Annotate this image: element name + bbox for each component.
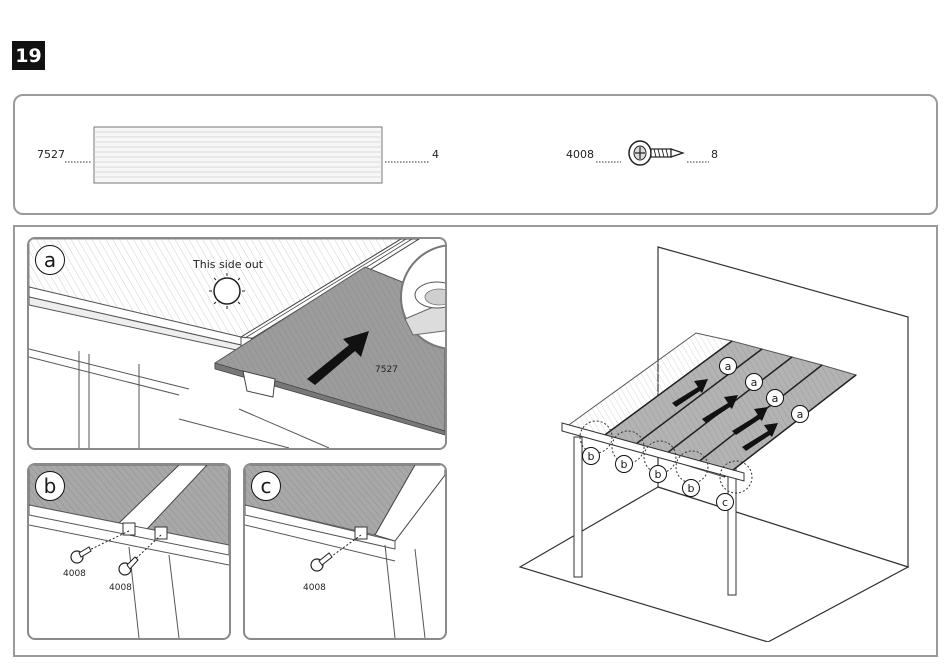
panel-c-screw-code: 4008	[303, 583, 326, 593]
callout-screw-b-4: b	[682, 479, 700, 497]
callout-slide-4: a	[791, 405, 809, 423]
detail-panel-b: b 4008 4008	[27, 463, 231, 640]
panel-b-letter: b	[35, 471, 65, 501]
detail-panel-a: a This side out 7527	[27, 237, 447, 450]
screw-icon-c	[311, 553, 332, 571]
panel-part-qty: 4	[432, 148, 439, 161]
parts-list-box: 7527 4 4008 8	[13, 94, 938, 215]
detail-panel-c: c 4008	[243, 463, 447, 640]
callout-slide-2: a	[745, 373, 763, 391]
panel-a-letter: a	[35, 245, 65, 275]
parts-illustration	[15, 96, 936, 213]
pergola-overview: a a a a b b b b c	[510, 237, 928, 642]
screw-icon-b1	[71, 547, 91, 563]
panel-b-screw-code-1: 4008	[63, 569, 86, 579]
callout-screw-c: c	[716, 493, 734, 511]
this-side-out-label: This side out	[193, 258, 263, 271]
panel-b-screw-code-2: 4008	[109, 583, 132, 593]
callout-slide-1: a	[719, 357, 737, 375]
step-number-badge: 19	[12, 41, 45, 70]
callout-screw-b-1: b	[582, 447, 600, 465]
panel-a-part-code: 7527	[375, 365, 398, 375]
polycarbonate-panel-icon	[94, 127, 382, 183]
sun-icon	[209, 273, 245, 309]
screw-icon-b2	[119, 557, 138, 575]
callout-slide-3: a	[766, 389, 784, 407]
callout-screw-b-2: b	[615, 455, 633, 473]
callout-screw-b-3: b	[649, 465, 667, 483]
screw-part-qty: 8	[711, 148, 718, 161]
panel-c-letter: c	[251, 471, 281, 501]
screw-icon	[629, 141, 683, 165]
screw-part-code: 4008	[566, 148, 594, 161]
assembly-illustration-box: a This side out 7527	[13, 225, 938, 657]
pergola-overview-illustration	[510, 237, 928, 642]
